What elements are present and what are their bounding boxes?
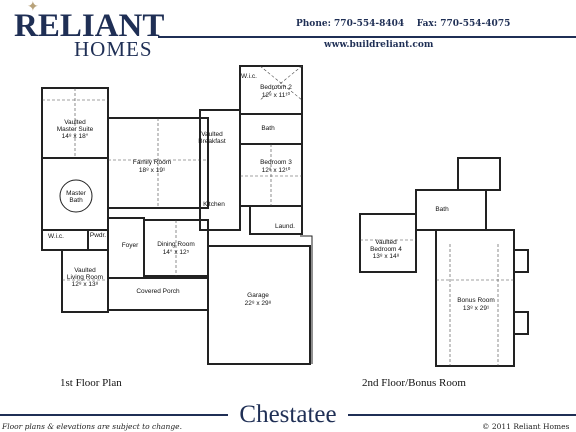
garage-label: Garage <box>247 292 269 299</box>
disclaimer-text: Floor plans & elevations are subject to … <box>2 422 182 431</box>
family-room-size: 18⁸ x 19¹ <box>139 167 166 174</box>
bedroom4-size: 13⁸ x 14⁸ <box>373 253 400 260</box>
brand-logo-sub: HOMES <box>74 37 153 61</box>
fax-number: 770-554-4075 <box>440 19 511 29</box>
second-floor-plan-label: 2nd Floor/Bonus Room <box>362 377 466 389</box>
fax-label: Fax: <box>416 19 438 29</box>
bedroom2-label: Bedroom 2 <box>260 84 292 91</box>
garage-wall-detail <box>300 235 313 364</box>
first-floor-walls <box>41 65 311 365</box>
bedroom2-wic-label: W.i.c. <box>241 73 257 80</box>
header-rule <box>158 36 576 38</box>
bonus-room-label: Bonus Room <box>457 297 495 304</box>
master-suite-line1: Vaulted <box>64 119 86 126</box>
footer-rule-left <box>0 414 228 416</box>
living-line1: Vaulted <box>74 267 96 274</box>
dining-room-size: 14° x 12⁵ <box>163 248 190 256</box>
bath-label: Bath <box>261 125 275 132</box>
logo-star-icon: ✦ <box>27 0 39 15</box>
website-link[interactable]: www.buildreliant.com <box>324 40 434 50</box>
contact-line: Phone: 770-554-8404 Fax: 770-554-4075 <box>296 19 510 29</box>
master-bath-tub <box>59 179 93 213</box>
family-room-label: Family Room <box>133 159 171 166</box>
living-size: 12⁸ x 13⁸ <box>72 281 99 288</box>
copyright-text: © 2011 Reliant Homes <box>482 422 570 431</box>
bedroom3-size: 12⁸ x 12¹⁰ <box>262 166 291 174</box>
covered-porch-label: Covered Porch <box>136 288 180 295</box>
phone-label: Phone: <box>296 19 331 29</box>
bedroom2-size: 12⁸ x 11¹⁰ <box>262 91 291 99</box>
second-floor-walls <box>359 157 529 367</box>
master-bath-line1: Master <box>66 190 87 197</box>
second-floor-bath-label: Bath <box>435 206 449 213</box>
brand-logo-name: RELIANT <box>14 8 165 44</box>
laundry-label: Laund. <box>275 223 295 230</box>
footer-rule-right <box>348 414 576 416</box>
bonus-room-size: 13⁸ x 29¹ <box>463 305 490 312</box>
foyer-label: Foyer <box>122 242 139 249</box>
living-line2: Living Room <box>67 274 103 281</box>
master-suite-line2: Master Suite <box>57 126 94 133</box>
breakfast-line2: Breakfast <box>198 138 226 145</box>
phone-number: 770-554-8404 <box>334 19 405 29</box>
breakfast-line1: Vaulted <box>201 131 223 138</box>
first-floor-plan-label: 1st Floor Plan <box>60 377 122 389</box>
garage-size: 22⁸ x 29⁸ <box>245 300 272 307</box>
plan-name-title: Chestatee <box>239 401 337 428</box>
master-bath-line2: Bath <box>69 197 83 204</box>
bedroom4-line1: Vaulted <box>375 239 397 246</box>
master-suite-size: 14⁸ x 18° <box>62 132 89 140</box>
bedroom3-label: Bedroom 3 <box>260 159 292 166</box>
dining-room-label: Dining Room <box>157 241 195 248</box>
kitchen-label: Kitchen <box>203 201 225 208</box>
wic-label: W.i.c. <box>48 233 64 240</box>
pwdr-label: Pwdr. <box>90 232 106 239</box>
first-floor-details <box>42 65 303 281</box>
second-floor-details <box>360 239 514 366</box>
bedroom4-line2: Bedroom 4 <box>370 246 402 253</box>
